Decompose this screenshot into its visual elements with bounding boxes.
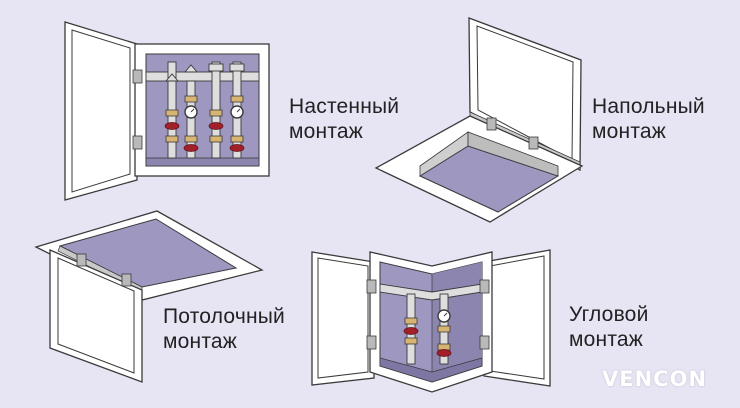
corner-mount-illustration bbox=[311, 249, 551, 393]
wall-mount-illustration bbox=[64, 21, 270, 201]
wall-mount-caption-line1: Настенный bbox=[289, 95, 400, 118]
ceiling-mount-illustration bbox=[34, 210, 264, 383]
corner-right-door bbox=[483, 249, 551, 387]
ceiling-door bbox=[49, 249, 143, 383]
corner-mount-caption: Угловой монтаж bbox=[569, 302, 649, 352]
wall-gauge-icons bbox=[184, 105, 244, 119]
floor-mount-caption-line2: монтаж bbox=[592, 120, 667, 143]
wall-mount-caption: Настенный монтаж bbox=[289, 94, 399, 144]
corner-left-door bbox=[311, 251, 375, 386]
wall-hinge-icons bbox=[132, 69, 143, 150]
corner-hinge-icons bbox=[366, 279, 490, 350]
wall-fittings bbox=[165, 95, 244, 143]
brand-watermark: VENCON bbox=[602, 367, 708, 391]
wall-door bbox=[64, 21, 138, 201]
wall-manifold-bar bbox=[145, 71, 260, 82]
floor-mount-caption: Напольный монтаж bbox=[592, 94, 705, 144]
corner-mount-caption-line1: Угловой bbox=[569, 303, 649, 326]
wall-valve-icons bbox=[164, 122, 245, 152]
ceiling-hinge-icons bbox=[76, 253, 132, 287]
corner-mount-caption-line2: монтаж bbox=[569, 328, 644, 351]
corner-fittings bbox=[404, 317, 451, 351]
corner-valve-icons bbox=[403, 327, 452, 357]
wall-door-inner-edge bbox=[71, 29, 131, 193]
floor-mount-caption-line1: Напольный bbox=[592, 95, 705, 118]
ceiling-mount-caption: Потолочный монтаж bbox=[163, 304, 285, 354]
wall-mount-caption-line2: монтаж bbox=[289, 120, 364, 143]
ceiling-mount-caption-line2: монтаж bbox=[163, 330, 238, 353]
ceiling-mount-caption-line1: Потолочный bbox=[163, 305, 285, 328]
floor-mount-illustration bbox=[374, 17, 584, 223]
floor-hinge-icons bbox=[486, 117, 539, 150]
